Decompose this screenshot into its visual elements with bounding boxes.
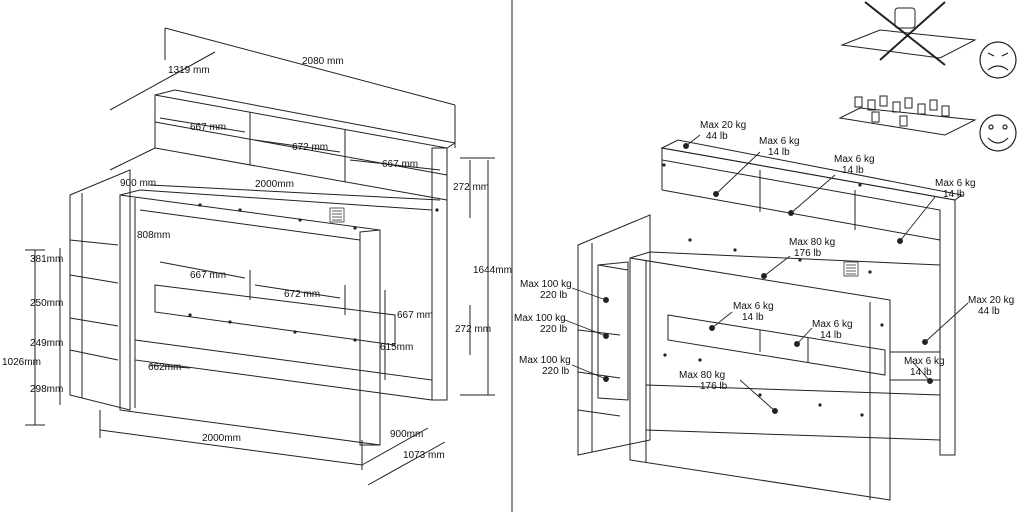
load-bottom-bed-kg: Max 80 kg bbox=[679, 370, 725, 381]
load-cubby-3-lb: 14 lb bbox=[943, 189, 965, 200]
left-screw-holes bbox=[188, 203, 439, 342]
dim-shelf-mid-middle: 672 mm bbox=[284, 289, 320, 300]
load-ladder-2-kg: Max 100 kg bbox=[514, 313, 566, 324]
load-top-shelf-lb: 44 lb bbox=[706, 131, 728, 142]
load-mid-shelf-2-kg: Max 6 kg bbox=[812, 319, 853, 330]
dim-base-depth: 900mm bbox=[390, 429, 423, 440]
dim-ladder-height: 1026mm bbox=[2, 357, 41, 368]
load-cubby-2-kg: Max 6 kg bbox=[834, 154, 875, 165]
dim-shelf-mid-right: 667 mm bbox=[397, 310, 433, 321]
correct-load-illustration bbox=[838, 95, 977, 136]
dim-base-depth-total: 1073 mm bbox=[403, 450, 445, 461]
load-labels: Max 20 kg 44 lb Max 6 kg 14 lb Max 6 kg … bbox=[514, 120, 1014, 392]
dim-bottom-width: 662mm bbox=[148, 362, 181, 373]
load-top-bed-lb: 176 lb bbox=[794, 248, 822, 259]
load-mid-shelf-1-kg: Max 6 kg bbox=[733, 301, 774, 312]
dim-top-shelf-height: 272 mm bbox=[453, 182, 489, 193]
left-dimension-drawing bbox=[25, 27, 495, 486]
dim-ladder-depth: 900 mm bbox=[120, 178, 156, 189]
dim-guard-height: 808mm bbox=[137, 230, 170, 241]
load-ladder-1-kg: Max 100 kg bbox=[520, 279, 572, 290]
dim-depth-total: 1319 mm bbox=[168, 65, 210, 76]
left-dimension-labels: 1319 mm 2080 mm 667 mm 672 mm 667 mm 272… bbox=[2, 56, 512, 461]
dim-mid-shelf-height: 272 mm bbox=[455, 324, 491, 335]
load-side-shelf-lb: 44 lb bbox=[978, 306, 1000, 317]
load-ladder-1-lb: 220 lb bbox=[540, 290, 568, 301]
load-cubby-2-lb: 14 lb bbox=[842, 165, 864, 176]
dim-shelf-top-left: 667 mm bbox=[190, 122, 226, 133]
dim-step-2: 250mm bbox=[30, 298, 63, 309]
load-ladder-3-lb: 220 lb bbox=[542, 366, 570, 377]
dim-step-4: 298mm bbox=[30, 384, 63, 395]
load-cubby-1-lb: 14 lb bbox=[768, 147, 790, 158]
dim-shelf-top-middle: 672 mm bbox=[292, 142, 328, 153]
right-bed-drawing bbox=[577, 139, 964, 501]
dim-shelf-mid-left: 667 mm bbox=[190, 270, 226, 281]
left-fan-icon bbox=[329, 207, 345, 223]
load-cubby-3-kg: Max 6 kg bbox=[935, 178, 976, 189]
dim-total-height: 1644mm bbox=[473, 265, 512, 276]
dim-mattress-length: 2000mm bbox=[255, 179, 294, 190]
load-leaders bbox=[564, 134, 969, 414]
load-cubby-1-kg: Max 6 kg bbox=[759, 136, 800, 147]
load-top-shelf-kg: Max 20 kg bbox=[700, 120, 746, 131]
load-mid-shelf-1-lb: 14 lb bbox=[742, 312, 764, 323]
wrong-load-illustration bbox=[840, 1, 977, 66]
load-ladder-2-lb: 220 lb bbox=[540, 324, 568, 335]
load-mid-shelf-2-lb: 14 lb bbox=[820, 330, 842, 341]
right-screw-holes bbox=[662, 163, 884, 417]
load-top-bed-kg: Max 80 kg bbox=[789, 237, 835, 248]
dim-base-length: 2000mm bbox=[202, 433, 241, 444]
right-fan-icon bbox=[843, 261, 859, 277]
load-ladder-3-kg: Max 100 kg bbox=[519, 355, 571, 366]
load-bottom-bed-lb: 176 lb bbox=[700, 381, 728, 392]
dim-width-total: 2080 mm bbox=[302, 56, 344, 67]
dim-bottom-clearance: 615mm bbox=[380, 342, 413, 353]
dim-shelf-top-right: 667 mm bbox=[382, 159, 418, 170]
happy-face-icon bbox=[979, 114, 1017, 152]
sad-face-icon bbox=[979, 41, 1017, 79]
load-side-cubby-kg: Max 6 kg bbox=[904, 356, 945, 367]
load-side-shelf-kg: Max 20 kg bbox=[968, 295, 1014, 306]
dim-step-3: 249mm bbox=[30, 338, 63, 349]
load-side-cubby-lb: 14 lb bbox=[910, 367, 932, 378]
dim-step-1: 381mm bbox=[30, 254, 63, 265]
